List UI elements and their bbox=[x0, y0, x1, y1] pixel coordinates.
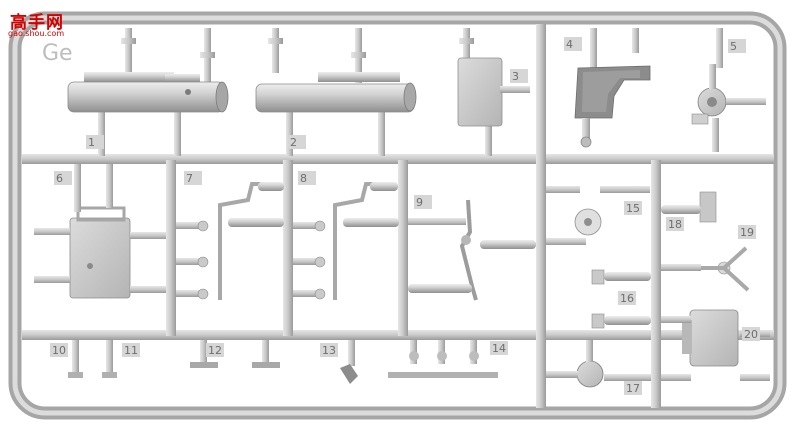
part-label-tag bbox=[54, 171, 72, 185]
part-label-11: 11 bbox=[124, 344, 138, 357]
part-label-tag bbox=[206, 343, 224, 357]
part-6-box bbox=[34, 164, 166, 299]
part-7-rod bbox=[176, 182, 284, 300]
part-label-tag bbox=[298, 171, 316, 185]
sprue-runners bbox=[22, 24, 774, 408]
part-3-plate bbox=[457, 57, 530, 127]
part-label-5: 5 bbox=[730, 40, 737, 53]
part-label-17: 17 bbox=[626, 382, 640, 395]
part-label-tag bbox=[738, 225, 756, 239]
part-label-10: 10 bbox=[52, 344, 66, 357]
part-label-tag bbox=[122, 343, 140, 357]
part-label-12: 12 bbox=[208, 344, 222, 357]
part-8-rod bbox=[293, 182, 399, 300]
part-label-tag bbox=[490, 341, 508, 355]
part-label-16: 16 bbox=[620, 292, 634, 305]
part-label-tag bbox=[86, 135, 104, 149]
part-label-tag bbox=[510, 69, 528, 83]
part-label-tag bbox=[414, 195, 432, 209]
part-label-4: 4 bbox=[566, 38, 573, 51]
parts-bottom-row bbox=[68, 340, 498, 384]
part-label-19: 19 bbox=[740, 226, 754, 239]
part-17-ball bbox=[546, 340, 651, 388]
part-label-tag bbox=[288, 135, 306, 149]
part-label-tag bbox=[624, 381, 642, 395]
part-label-9: 9 bbox=[416, 196, 423, 209]
gates-top bbox=[98, 28, 723, 156]
part-label-tag bbox=[320, 343, 338, 357]
part-label-8: 8 bbox=[300, 172, 307, 185]
part-5-knob bbox=[691, 64, 766, 152]
part-label-tag bbox=[728, 39, 746, 53]
part-16-bolts bbox=[591, 269, 651, 329]
part-18-block bbox=[661, 191, 717, 223]
part-label-15: 15 bbox=[626, 202, 640, 215]
watermark-url: gao.shou.com bbox=[8, 29, 65, 38]
part-label-3: 3 bbox=[512, 70, 519, 83]
part-label-tag bbox=[618, 291, 636, 305]
part-label-20: 20 bbox=[744, 328, 758, 341]
part-label-tag bbox=[742, 327, 760, 341]
watermark-title: 高手网 bbox=[10, 13, 64, 33]
part-4-shield bbox=[574, 65, 651, 148]
sprue-code: Ge bbox=[42, 41, 73, 66]
part-15-bracket bbox=[546, 186, 650, 245]
part-label-7: 7 bbox=[186, 172, 193, 185]
part-label-13: 13 bbox=[322, 344, 336, 357]
part-label-tag bbox=[564, 37, 582, 51]
part-label-tag bbox=[50, 343, 68, 357]
part-label-tag bbox=[624, 201, 642, 215]
part-1-tube bbox=[67, 72, 229, 113]
part-19-spider bbox=[661, 246, 750, 292]
part-9-lever bbox=[408, 199, 536, 301]
part-label-1: 1 bbox=[88, 136, 95, 149]
part-label-18: 18 bbox=[668, 218, 682, 231]
watermark: 高手网 gao.shou.com bbox=[4, 4, 70, 40]
part-label-14: 14 bbox=[492, 342, 506, 355]
part-label-tag bbox=[666, 217, 684, 231]
part-label-6: 6 bbox=[56, 172, 63, 185]
part-label-2: 2 bbox=[290, 136, 297, 149]
part-label-tag bbox=[184, 171, 202, 185]
part-20-housing bbox=[661, 309, 770, 381]
part-2-tube bbox=[255, 72, 417, 113]
